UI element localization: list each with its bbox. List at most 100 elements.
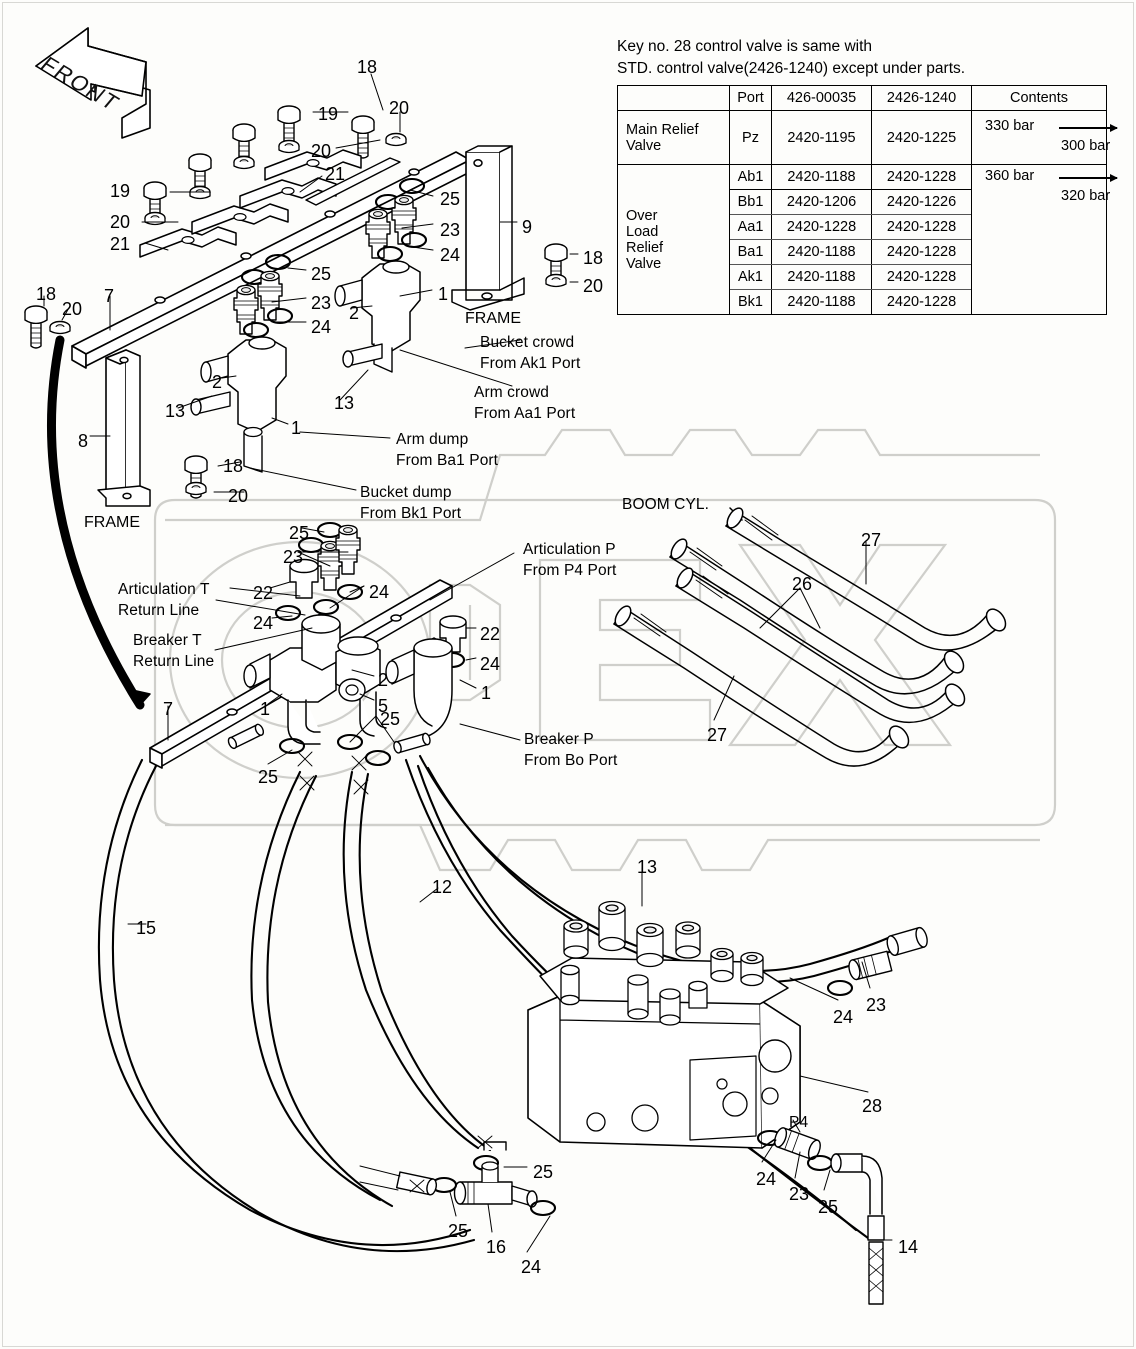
callout-19-1: 19 (318, 104, 339, 124)
callout-18-27: 18 (223, 456, 244, 476)
table-row: Over Load Relief Valve Ab1 2420-1188 242… (617, 164, 1118, 315)
table-row: Ak1 2420-1188 2420-1228 (618, 264, 1107, 290)
port-label-breaker-p: Breaker P From Bo Port (524, 731, 618, 769)
header-port: Port (729, 85, 772, 111)
callout-20-3: 20 (311, 141, 332, 161)
callout-1-39: 1 (481, 683, 492, 703)
spec-table: Port 426-00035 2426-1240 Contents Main R… (617, 85, 1118, 315)
contents-to: 300 bar (1061, 137, 1111, 154)
cell-pn-a: 2420-1206 (771, 189, 872, 215)
callout-27-45: 27 (707, 725, 728, 745)
callout-24-59: 24 (521, 1257, 542, 1277)
cell-pn-b: 2420-1228 (871, 239, 972, 265)
callout-24-10: 24 (440, 245, 461, 265)
port-label-arm-crowd: Arm crowd From Aa1 Port (474, 384, 576, 422)
callout-5-37: 5 (378, 696, 389, 716)
callout-24-35: 24 (480, 654, 501, 674)
callout-7-40: 7 (163, 699, 174, 719)
callout-24-52: 24 (756, 1169, 777, 1189)
tee-fitting-16 (359, 1141, 557, 1217)
callout-2-36: 2 (378, 670, 389, 690)
callout-15-46: 15 (136, 918, 157, 938)
callout-8-26: 8 (78, 431, 89, 451)
callout-22-34: 22 (480, 624, 501, 644)
arrow-icon (1059, 123, 1118, 132)
callout-24-17: 24 (311, 317, 332, 337)
header-pn-a: 426-00035 (771, 85, 872, 111)
callout-16-58: 16 (486, 1237, 507, 1257)
cell-pn-a: 2420-1188 (771, 289, 872, 315)
table-row: Ba1 2420-1188 2420-1228 (618, 239, 1107, 265)
cell-pn-a: 2420-1228 (771, 214, 872, 240)
cell-contents: 330 bar 300 bar (971, 110, 1118, 165)
callout-24-49: 24 (833, 1007, 854, 1027)
label-p4-port: P4 (789, 1114, 809, 1131)
callout-14-55: 14 (898, 1237, 919, 1257)
cell-pn-b: 2420-1228 (871, 289, 972, 315)
connector-13-right (826, 926, 928, 997)
table-row: Main Relief Valve Pz 2420-1195 2420-1225… (617, 110, 1118, 165)
table-row: Bb1 2420-1206 2420-1226 (618, 189, 1107, 215)
callout-28-51: 28 (862, 1096, 883, 1116)
port-label-arm-dump: Arm dump From Ba1 Port (396, 431, 499, 469)
callout-20-13: 20 (583, 276, 604, 296)
cell-port: Aa1 (729, 214, 772, 240)
callout-25-57: 25 (448, 1221, 469, 1241)
callout-25-41: 25 (380, 709, 401, 729)
front-arrow-icon (35, 27, 151, 139)
valve-block-upper-right (334, 177, 428, 373)
cell-pn-b: 2420-1228 (871, 264, 972, 290)
port-label-articulation-t: Articulation T Return Line (118, 581, 210, 619)
frame-top-label: FRAME (465, 310, 521, 327)
callout-22-31: 22 (253, 583, 274, 603)
group-name-over-load-relief-valve: Over Load Relief Valve (617, 164, 730, 315)
callout-24-32: 24 (369, 582, 390, 602)
note-text: Key no. 28 control valve is same with ST… (617, 38, 966, 78)
port-label-articulation-p: Articulation P From P4 Port (523, 541, 617, 579)
callout-20-28: 20 (228, 486, 249, 506)
header-contents: Contents (971, 85, 1107, 111)
callout-25-54: 25 (818, 1197, 839, 1217)
callout-9-11: 9 (522, 217, 533, 237)
cell-pn-b: 2420-1228 (871, 164, 972, 190)
callout-13-48: 13 (637, 857, 658, 877)
cell-port: Pz (729, 110, 772, 165)
group-name-main-relief-valve: Main Relief Valve (617, 110, 730, 165)
callout-23-50: 23 (866, 995, 887, 1015)
callout-25-56: 25 (533, 1162, 554, 1182)
contents-from: 330 bar (985, 117, 1035, 134)
cell-pn-a: 2420-1188 (771, 164, 872, 190)
callout-1-14: 1 (438, 284, 449, 304)
callout-20-20: 20 (62, 299, 83, 319)
cell-pn-a: 2420-1188 (771, 264, 872, 290)
cell-port: Ab1 (729, 164, 772, 190)
callout-25-15: 25 (311, 264, 332, 284)
cell-pn-a: 2420-1195 (771, 110, 872, 165)
callout-2-18: 2 (349, 303, 360, 323)
frame-post-8 (97, 349, 151, 507)
cell-pn-b: 2420-1228 (871, 214, 972, 240)
table-header-row: Port 426-00035 2426-1240 Contents (617, 85, 1107, 111)
callout-23-16: 23 (311, 293, 332, 313)
leader-lines (43, 73, 893, 1253)
callout-26-44: 26 (792, 574, 813, 594)
header-pn-b: 2426-1240 (871, 85, 972, 111)
cell-contents: 360 bar 320 bar (971, 164, 1118, 315)
callout-25-29: 25 (289, 523, 310, 543)
cell-pn-b: 2420-1225 (871, 110, 972, 165)
callout-2-22: 2 (212, 372, 223, 392)
center-manifold (226, 521, 467, 767)
cell-pn-a: 2420-1188 (771, 239, 872, 265)
callout-21-4: 21 (325, 164, 346, 184)
p4-port-fittings (756, 1127, 885, 1305)
callout-12-47: 12 (432, 877, 453, 897)
callout-23-53: 23 (789, 1184, 810, 1204)
arrow-icon (1059, 174, 1118, 182)
control-valve-28 (527, 900, 801, 1149)
cell-port: Bk1 (729, 289, 772, 315)
callout-19-5: 19 (110, 181, 131, 201)
port-label-bucket-crowd: Bucket crowd From Ak1 Port (480, 334, 581, 372)
callout-20-6: 20 (110, 212, 131, 232)
